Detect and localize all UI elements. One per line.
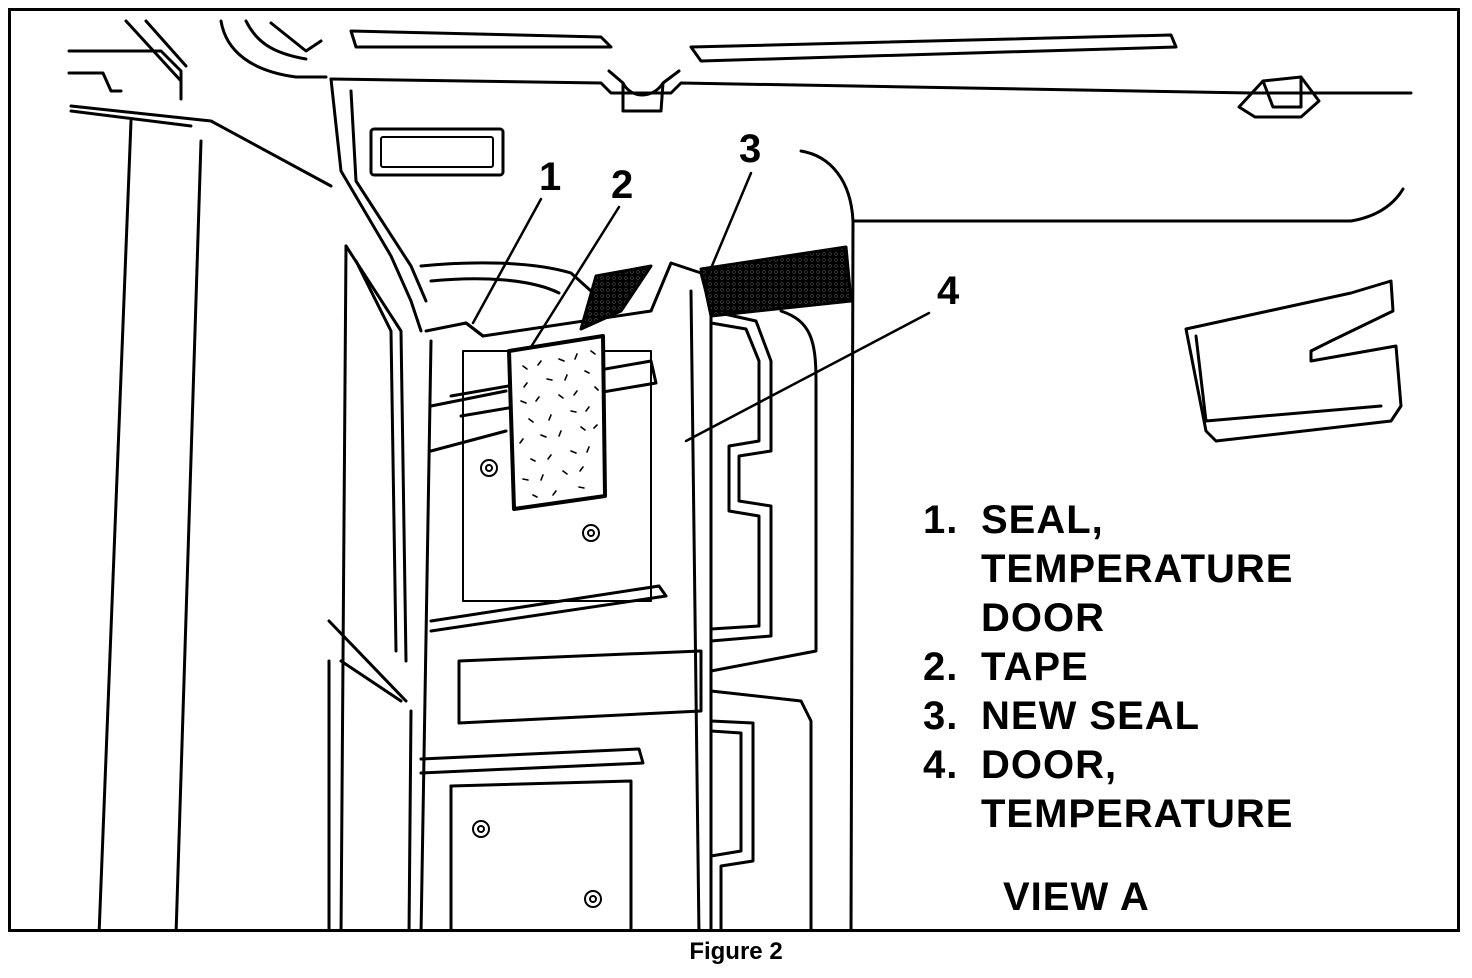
- screw-3: [472, 820, 490, 838]
- callout-2: 2: [611, 163, 634, 207]
- legend-number: 3.: [923, 694, 959, 738]
- tape-patch: [507, 334, 607, 511]
- legend-number: 2.: [923, 645, 959, 689]
- legend-line: TEMPERATURE: [981, 547, 1294, 591]
- top-clip-right: [1237, 75, 1321, 119]
- left-housing: [97, 77, 428, 929]
- legend-item-4: 4. DOOR, TEMPERATURE: [923, 741, 1293, 839]
- callout-1: 1: [539, 155, 562, 199]
- legend-line: DOOR: [981, 596, 1105, 640]
- legend-item-3: 3. NEW SEAL: [923, 692, 1293, 741]
- legend-item-2: 2. TAPE: [923, 643, 1293, 692]
- vent-slot: [369, 127, 505, 177]
- door-side-channel: [709, 309, 818, 929]
- figure-caption: Figure 2: [689, 938, 783, 965]
- legend-line: SEAL,: [981, 498, 1104, 542]
- screw-1: [480, 459, 498, 477]
- hvac-module-drawing: [67, 19, 1413, 929]
- leader-lines: [471, 171, 931, 443]
- legend-line: DOOR,: [981, 743, 1118, 787]
- parts-legend: 1. SEAL, TEMPERATURE DOOR 2. TAPE 3. NEW…: [923, 496, 1293, 839]
- callout-4: 4: [937, 269, 960, 313]
- legend-line: NEW SEAL: [981, 694, 1201, 738]
- callout-3: 3: [739, 127, 762, 171]
- right-housing: [799, 149, 1405, 929]
- legend-line: TAPE: [981, 645, 1089, 689]
- figure-frame: 1 2 3 4 1. SEAL, TEMPERATURE DOOR 2. TAP…: [8, 8, 1460, 932]
- screw-4: [584, 890, 602, 908]
- new-seal-strip: [579, 245, 853, 331]
- legend-line: TEMPERATURE: [981, 792, 1294, 836]
- legend-item-1: 1. SEAL, TEMPERATURE DOOR: [923, 496, 1293, 643]
- top-housing: [67, 19, 1413, 188]
- top-clip-left: [607, 69, 681, 113]
- legend-number: 1.: [923, 498, 959, 542]
- legend-number: 4.: [923, 743, 959, 787]
- upper-arch: [419, 261, 593, 293]
- screw-2: [582, 524, 600, 542]
- view-label: VIEW A: [1003, 875, 1150, 919]
